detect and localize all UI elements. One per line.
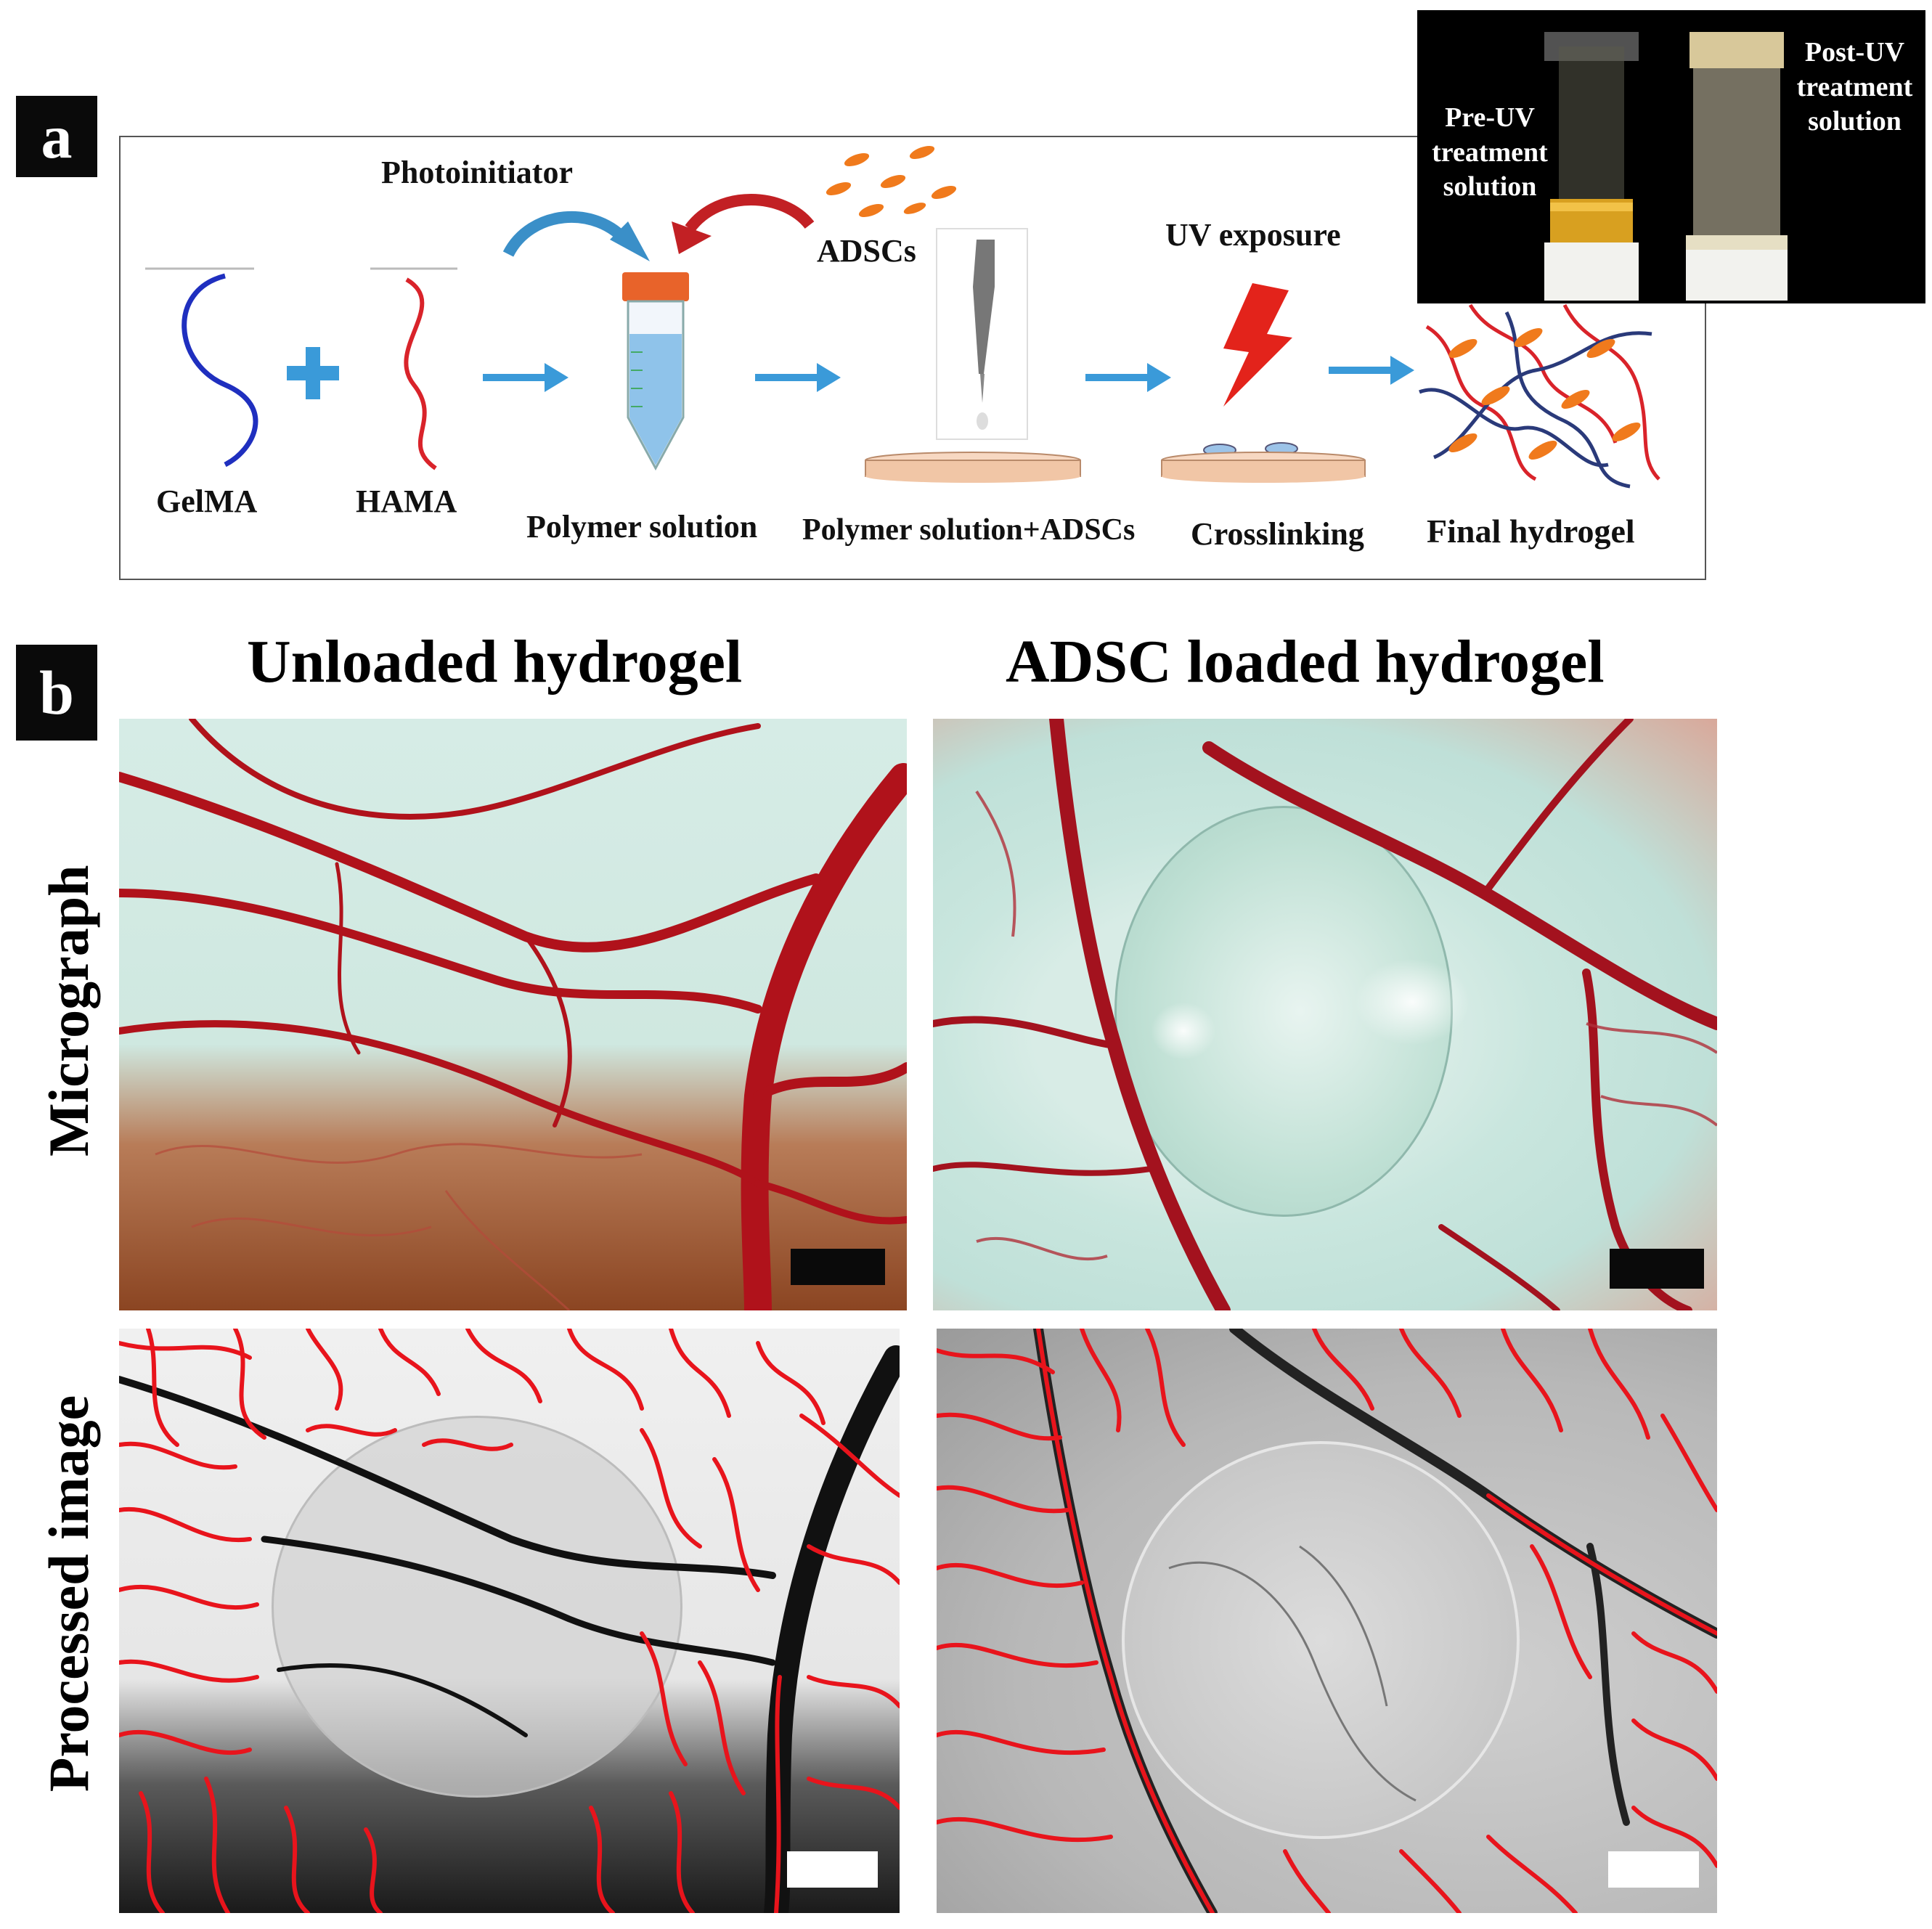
hama-label: HAMA (356, 484, 457, 519)
hydrogel-disc (272, 1416, 682, 1798)
arrow-icon (1085, 363, 1171, 392)
hydrogel-network-icon (1419, 303, 1660, 489)
hama-strand (370, 267, 457, 470)
glare-highlight (1151, 1002, 1216, 1060)
uv-exposure-label: UV exposure (1165, 217, 1341, 253)
panel-a-letter: a (16, 96, 97, 177)
plus-sign (287, 347, 339, 399)
arrow-icon (1329, 356, 1414, 385)
arrow-icon (483, 363, 568, 392)
crosslinking-label: Crosslinking (1191, 516, 1364, 552)
photoinitiator-curved-arrow (502, 211, 650, 261)
processed-vessels (119, 1329, 900, 1913)
hydrogel-disc (1122, 1441, 1520, 1839)
panel-b-letter: b (16, 645, 97, 741)
polymer-adscs-label: Polymer solution+ADSCs (802, 513, 1136, 547)
glare-highlight (1354, 958, 1470, 1045)
column-title-adsc-loaded: ADSC loaded hydrogel (1006, 628, 1605, 696)
arrow-icon (755, 363, 841, 392)
crosslinking-dish-icon (1161, 442, 1366, 483)
uv-tubes-inset-photo: Pre-UV treatment solution Post-UV treatm… (1417, 10, 1925, 303)
scale-bar (787, 1851, 878, 1888)
pipette-icon (936, 228, 1028, 440)
column-title-unloaded: Unloaded hydrogel (247, 628, 743, 696)
scale-bar (1608, 1851, 1699, 1888)
petri-dish-icon (865, 452, 1081, 483)
photoinitiator-label: Photoinitiator (381, 155, 573, 190)
processed-adsc-loaded-image (937, 1329, 1717, 1913)
adscs-label: ADSCs (817, 233, 916, 269)
pre-uv-tube-icon (1544, 32, 1639, 301)
micrograph-unloaded-image (119, 719, 907, 1310)
row-title-processed: Processed image (37, 1395, 100, 1793)
falcon-tube-icon (622, 272, 689, 471)
row-title-micrograph: Micrograph (37, 865, 100, 1157)
adscs-cells-icon (826, 145, 957, 218)
blood-vessels (933, 719, 1717, 1310)
adscs-curved-arrow (672, 194, 815, 254)
gelma-strand (145, 267, 258, 468)
processed-unloaded-image (119, 1329, 900, 1913)
processed-vessels (937, 1329, 1717, 1913)
gelma-label: GelMA (156, 484, 258, 519)
lightning-icon (1223, 283, 1292, 407)
scale-bar (791, 1249, 885, 1285)
scale-bar (1610, 1249, 1704, 1289)
final-hydrogel-label: Final hydrogel (1427, 513, 1635, 550)
scheme-frame (119, 136, 1706, 580)
post-uv-label: Post-UV treatment solution (1796, 37, 1913, 136)
pre-uv-label: Pre-UV treatment solution (1432, 102, 1548, 202)
blood-vessels (119, 719, 907, 1310)
micrograph-adsc-loaded-image (933, 719, 1717, 1310)
polymer-solution-label: Polymer solution (526, 509, 758, 545)
post-uv-tube-icon (1686, 32, 1788, 301)
